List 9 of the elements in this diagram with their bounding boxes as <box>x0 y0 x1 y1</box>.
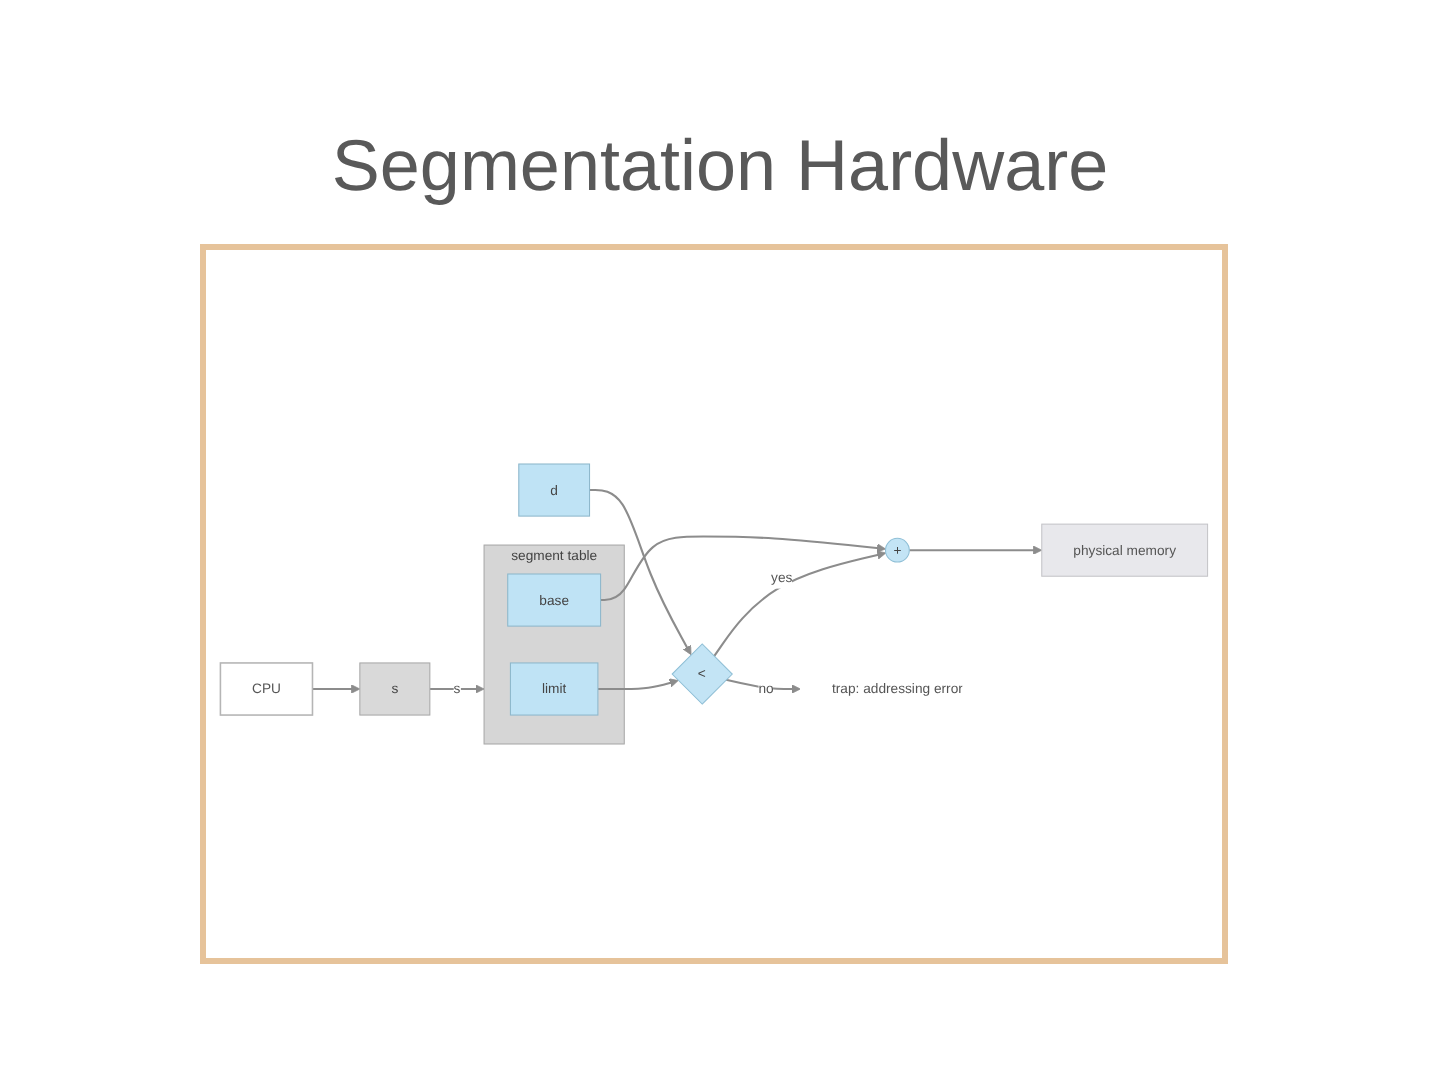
arrow <box>312 684 361 694</box>
arrow <box>429 684 485 694</box>
arrow <box>597 678 679 691</box>
arrow <box>589 489 692 656</box>
arrow <box>600 535 886 602</box>
arrow <box>725 678 801 694</box>
arrow <box>713 550 887 657</box>
arrow <box>909 545 1043 555</box>
title: Segmentation Hardware <box>329 124 1111 208</box>
